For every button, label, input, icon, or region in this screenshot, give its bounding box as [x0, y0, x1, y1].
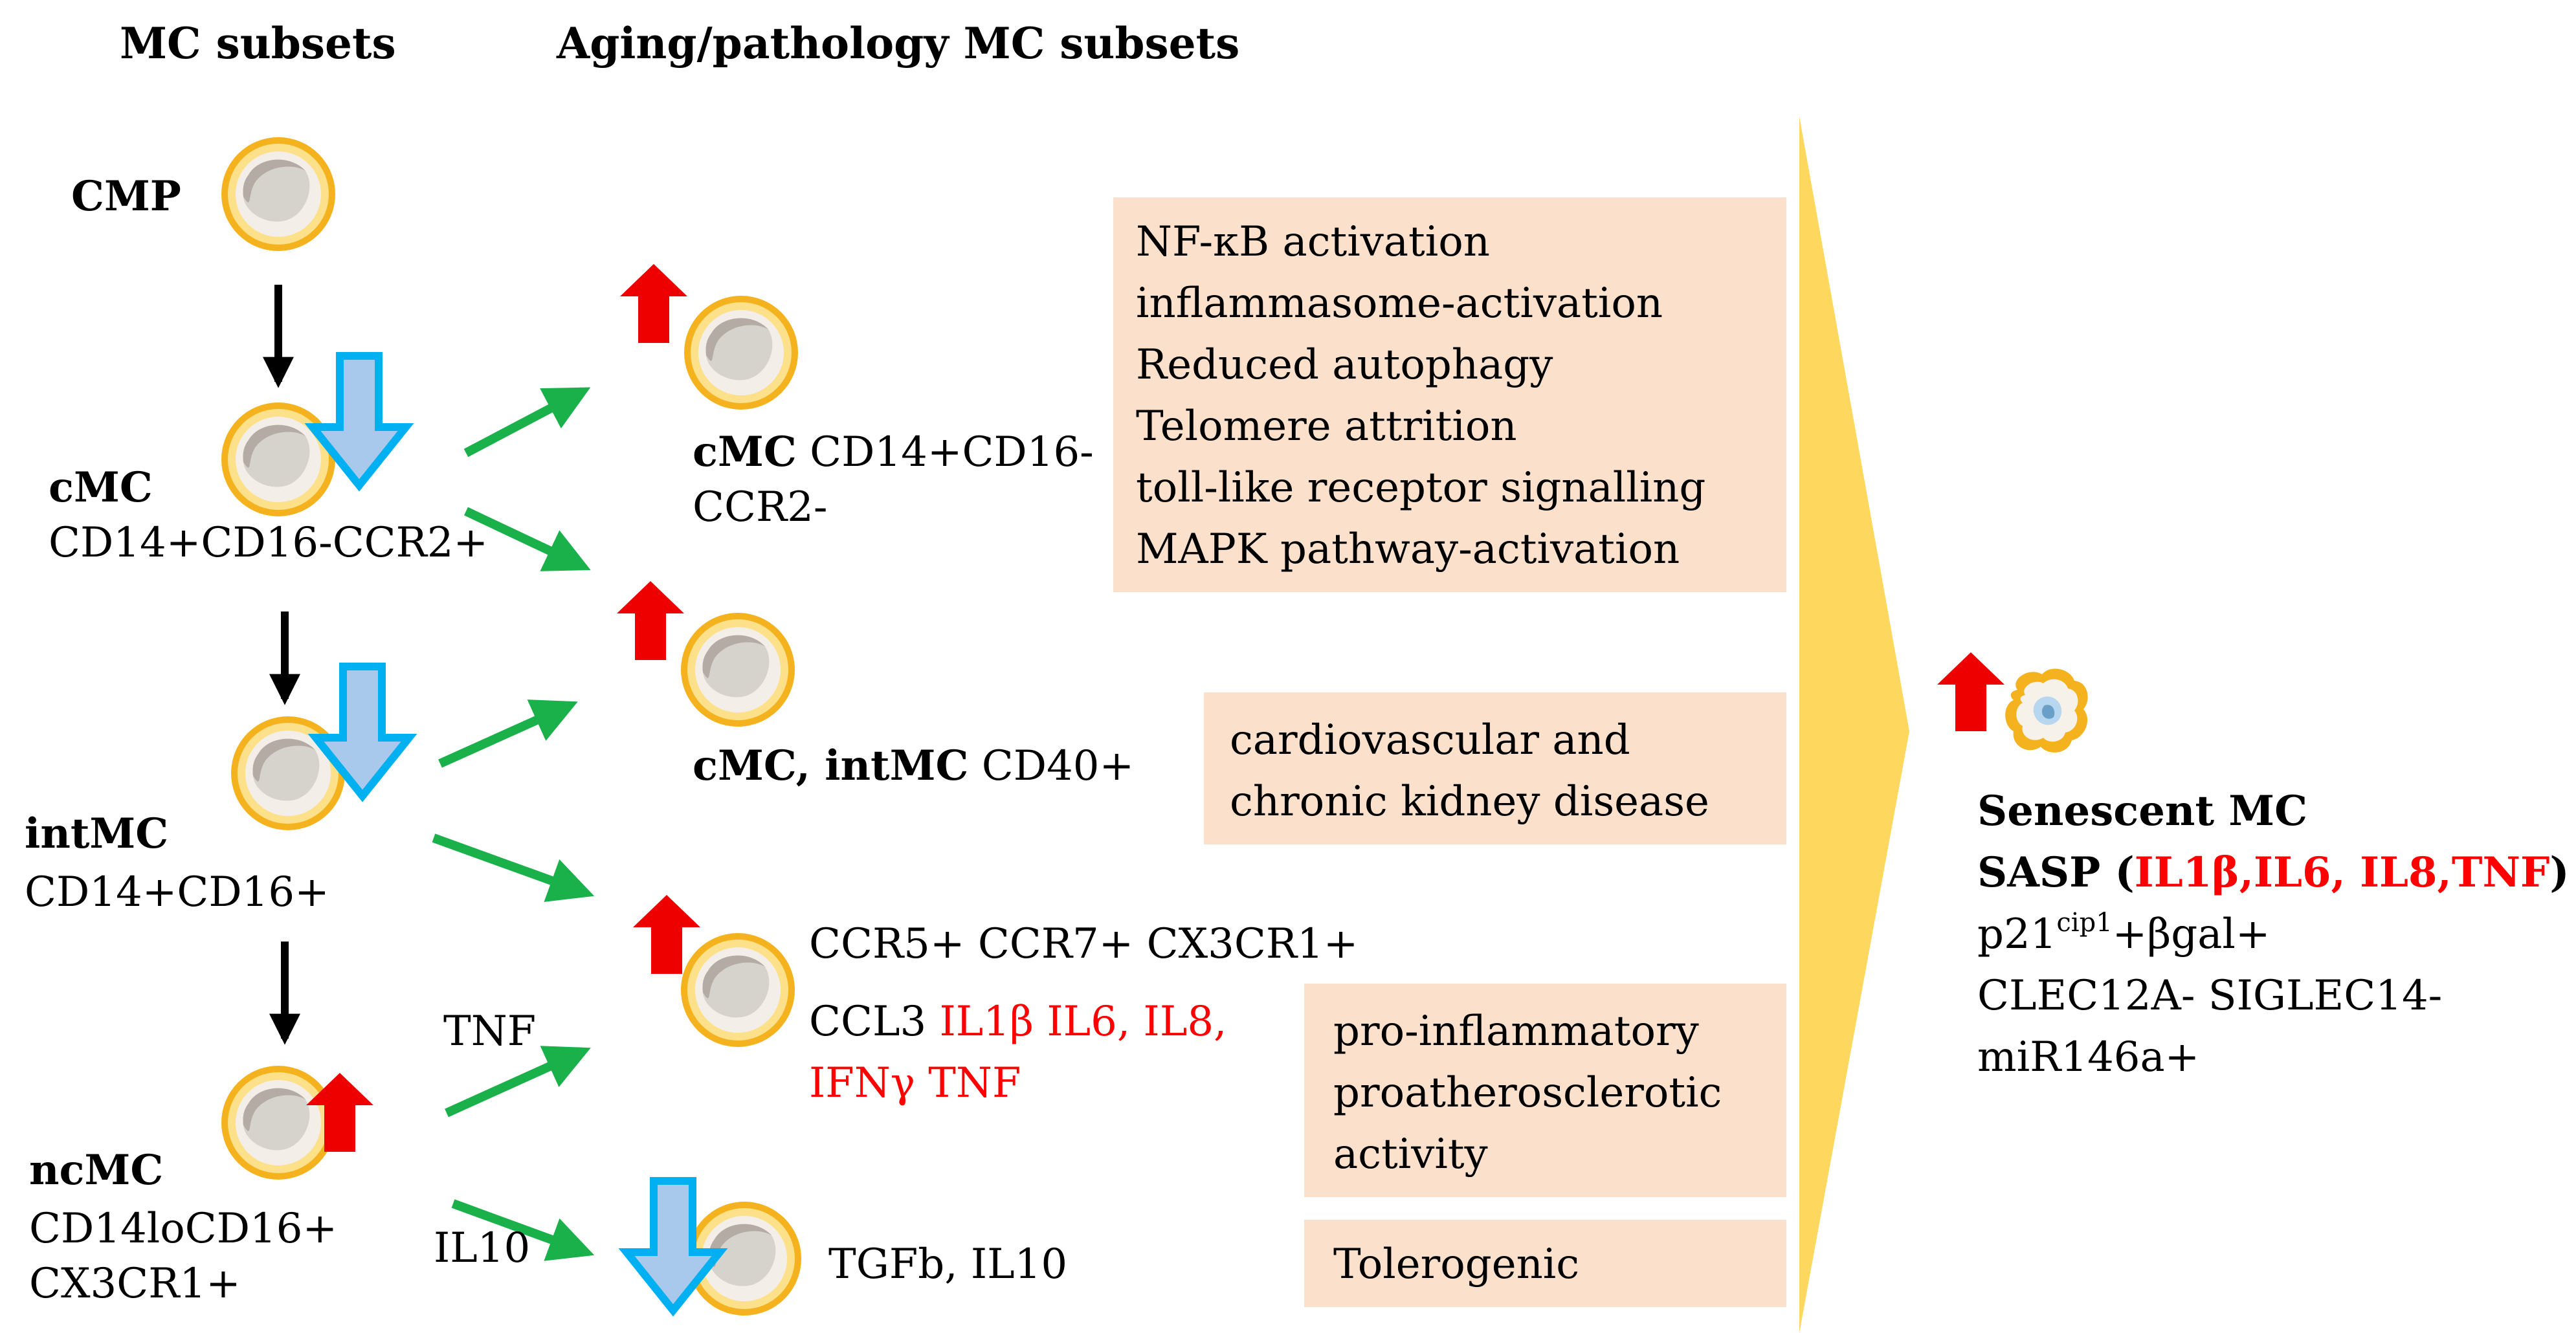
- up-arrow-icon: [620, 264, 687, 343]
- header-mc-subsets: MC subsets: [120, 18, 396, 69]
- proinflammatory-box: [1304, 984, 1786, 1197]
- subset-cytokines-red: IFNγ TNF: [809, 1059, 1021, 1107]
- proinflammatory-line-1: pro-inflammatory: [1333, 1008, 1699, 1055]
- subset-chemokine-receptors: CCR5+ CCR7+ CX3CR1+: [809, 920, 1358, 968]
- cell-icon: [681, 933, 795, 1047]
- green-arrow: [464, 507, 591, 571]
- intmc-markers: CD14+CD16+: [25, 868, 329, 916]
- ncmc-markers-1: CD14loCD16+: [29, 1205, 337, 1253]
- p21-line: p21cip1+βgal+: [1977, 908, 2271, 958]
- cell-icon: [221, 1066, 335, 1180]
- intmc-label: intMC: [25, 810, 168, 858]
- subset-cmc-ccr2neg: cMC CD14+CD16-: [693, 428, 1094, 476]
- mechanism-item: inflammasome-activation: [1136, 280, 1663, 327]
- subset-tgfb-il10: TGFb, IL10: [828, 1240, 1067, 1288]
- proinflammatory-line-3: activity: [1333, 1130, 1488, 1178]
- subset-ccl3: CCL3 IL1β IL6, IL8,: [809, 998, 1227, 1046]
- green-arrow: [451, 1199, 595, 1261]
- tolerogenic-box: [1304, 1220, 1786, 1307]
- cell-icon: [221, 137, 335, 251]
- senescent-cell-icon: [2005, 668, 2088, 753]
- sasp-line: SASP (IL1β,IL6, IL8,TNF): [1977, 848, 2570, 897]
- mechanism-item: Telomere attrition: [1136, 402, 1517, 450]
- disease-line-2: chronic kidney disease: [1230, 778, 1709, 826]
- mechanism-item: NF-κB activation: [1136, 218, 1490, 266]
- senescence-wedge: [1799, 116, 1909, 1333]
- cmc-label: cMC: [49, 463, 153, 512]
- cell-icon: [221, 402, 335, 516]
- proinflammatory-line-2: proatherosclerotic: [1333, 1069, 1722, 1117]
- mechanism-item: MAPK pathway-activation: [1136, 525, 1680, 573]
- mechanisms-box: [1113, 197, 1786, 592]
- subset-cmc-ccr2neg-line2: CCR2-: [693, 483, 827, 531]
- green-arrow: [438, 700, 578, 768]
- green-arrow: [432, 833, 595, 902]
- ncmc-markers-2: CX3CR1+: [29, 1260, 241, 1308]
- mechanism-item: Reduced autophagy: [1136, 341, 1553, 389]
- il10-arrow-label: IL10: [434, 1224, 530, 1272]
- cell-icon: [681, 613, 795, 727]
- header-aging-subsets: Aging/pathology MC subsets: [556, 18, 1239, 69]
- transition-arrows: [432, 387, 595, 1261]
- disease-line-1: cardiovascular and: [1230, 716, 1630, 764]
- cmp-label: CMP: [71, 172, 181, 221]
- up-arrow-icon: [1937, 652, 2004, 731]
- cmc-markers: CD14+CD16-CCR2+: [49, 519, 488, 567]
- green-arrow: [463, 387, 591, 457]
- up-arrow-icon: [617, 581, 684, 660]
- ncmc-label: ncMC: [29, 1146, 163, 1195]
- cell-icon: [231, 716, 345, 830]
- clec-line: CLEC12A- SIGLEC14-: [1977, 972, 2442, 1020]
- subset-cd40: cMC, intMC CD40+: [693, 742, 1134, 790]
- tolerogenic-label: Tolerogenic: [1333, 1240, 1579, 1288]
- tnf-arrow-label: TNF: [443, 1008, 536, 1055]
- cell-icon: [684, 296, 798, 410]
- disease-box: [1204, 692, 1786, 844]
- senescent-mc-title: Senescent MC: [1977, 787, 2307, 835]
- mir-line: miR146a+: [1977, 1033, 2199, 1081]
- mechanism-item: toll-like receptor signalling: [1136, 464, 1705, 512]
- green-arrow: [445, 1046, 591, 1118]
